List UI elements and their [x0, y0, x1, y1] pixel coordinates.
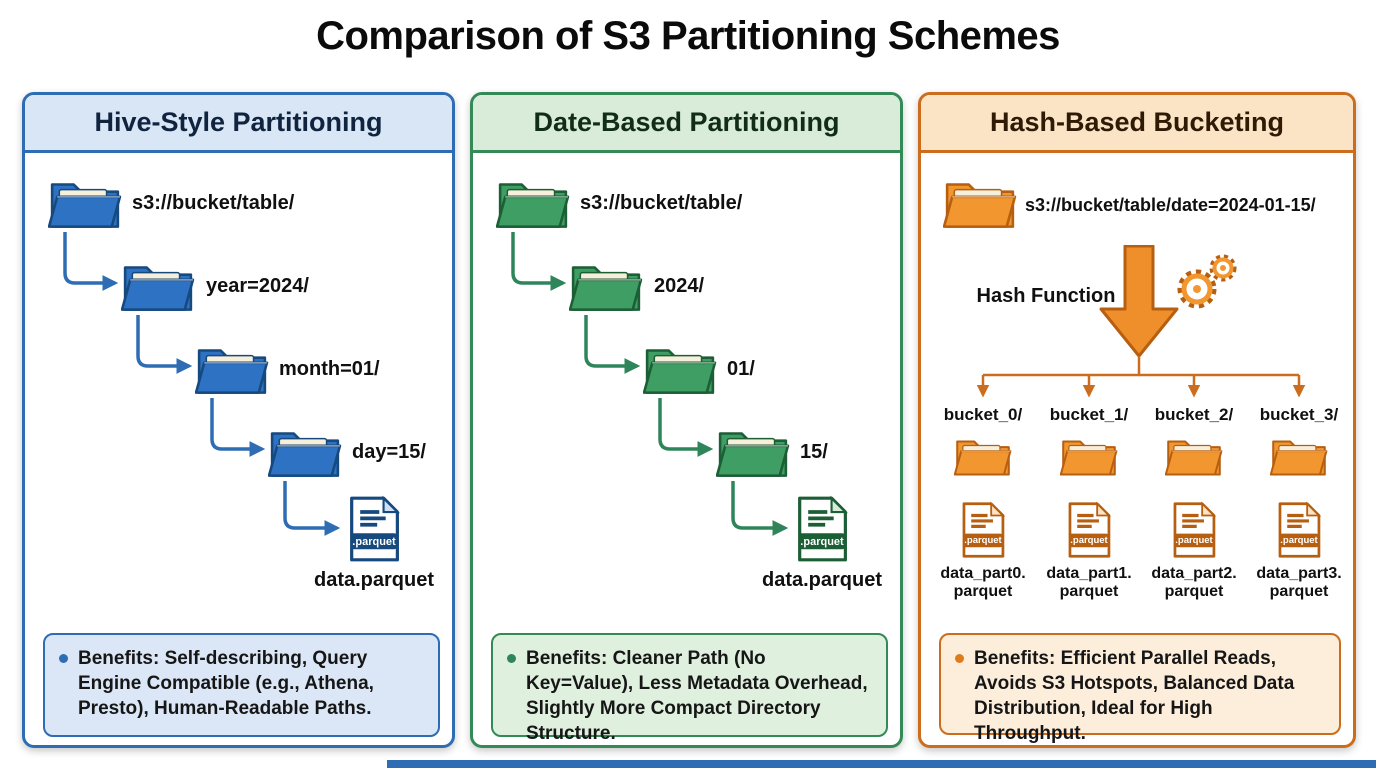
parquet-file-icon: .parquet [345, 495, 403, 563]
bucket-file-line1: data_part2. [1151, 565, 1237, 582]
bucket-file-label: data_part2. parquet [1139, 565, 1249, 602]
path-label: 15/ [800, 441, 828, 463]
folder-icon [716, 425, 790, 479]
folder-icon [643, 342, 717, 396]
parquet-file-icon: .parquet [793, 495, 851, 563]
benefits-box: Benefits: Cleaner Path (No Key=Value), L… [491, 633, 888, 745]
bucket-dir-label: bucket_2/ [1154, 405, 1234, 424]
folder-icon [1060, 435, 1118, 477]
panel-date-header: Date-Based Partitioning [473, 95, 900, 153]
bucket-file-line1: data_part1. [1046, 565, 1132, 582]
benefits-box: Benefits: Efficient Parallel Reads, Avoi… [939, 633, 1341, 745]
bullet-dot [507, 654, 516, 663]
folder-icon [496, 176, 570, 230]
bucket-file-line2: parquet [953, 583, 1013, 601]
path-label: s3://bucket/table/ [580, 192, 743, 214]
path-label: month=01/ [279, 358, 380, 380]
parquet-badge: .parquet [1070, 535, 1108, 546]
path-label: 01/ [727, 358, 755, 380]
folder-icon [48, 176, 122, 230]
path-label: year=2024/ [206, 275, 309, 297]
bucket-file-line2: parquet [1269, 583, 1329, 601]
hash-function-label: Hash Function [976, 285, 1116, 307]
folder-icon [569, 259, 643, 313]
gears-icon [1171, 251, 1241, 315]
panel-date-based: Date-Based Partitioning s3://bucket/tabl… [470, 92, 903, 748]
bucket-dir-label: bucket_0/ [943, 405, 1023, 424]
panel-hash-bucketing: Hash-Based Bucketing s3://bucket/table/d… [918, 92, 1356, 748]
bullet-dot [955, 654, 964, 663]
down-arrow-icon [1099, 244, 1179, 359]
parquet-badge: .parquet [1280, 535, 1318, 546]
parquet-badge: .parquet [800, 536, 844, 548]
parquet-file-icon: .parquet [1170, 501, 1218, 559]
bucket-file-label: data_part1. parquet [1034, 565, 1144, 602]
folder-icon [195, 342, 269, 396]
benefits-text: Benefits: Cleaner Path (No Key=Value), L… [526, 648, 868, 745]
parquet-badge: .parquet [964, 535, 1002, 546]
benefits-box: Benefits: Self-describing, Query Engine … [43, 633, 440, 737]
bucket-file-line1: data_part3. [1256, 565, 1342, 582]
file-name-label: data.parquet [313, 569, 435, 591]
path-label: 2024/ [654, 275, 705, 297]
parquet-badge: .parquet [352, 536, 396, 548]
panel-hash-header: Hash-Based Bucketing [921, 95, 1353, 153]
folder-icon [943, 176, 1017, 230]
parquet-badge: .parquet [1175, 535, 1213, 546]
page-title: Comparison of S3 Partitioning Schemes [316, 14, 1060, 58]
file-name-label: data.parquet [761, 569, 883, 591]
bullet-dot [59, 654, 68, 663]
folder-icon [1270, 435, 1328, 477]
benefits-text: Benefits: Self-describing, Query Engine … [78, 648, 374, 720]
panel-date-title: Date-Based Partitioning [533, 107, 840, 137]
benefits-text: Benefits: Efficient Parallel Reads, Avoi… [974, 648, 1295, 745]
bucket-dir-label: bucket_3/ [1259, 405, 1339, 424]
bottom-accent-bar [387, 760, 1376, 768]
path-label: s3://bucket/table/ [132, 192, 295, 214]
folder-icon [1165, 435, 1223, 477]
bucket-file-label: data_part3. parquet [1244, 565, 1354, 602]
folder-icon [121, 259, 195, 313]
bucket-file-label: data_part0. parquet [928, 565, 1038, 602]
bucket-dir-label: bucket_1/ [1049, 405, 1129, 424]
folder-icon [268, 425, 342, 479]
panel-hive-title: Hive-Style Partitioning [94, 107, 383, 137]
parquet-file-icon: .parquet [959, 501, 1007, 559]
bucket-file-line2: parquet [1059, 583, 1119, 601]
panel-hive-style: Hive-Style Partitioning s3://bucket/tabl… [22, 92, 455, 748]
path-label: s3://bucket/table/date=2024-01-15/ [1025, 195, 1316, 215]
parquet-file-icon: .parquet [1065, 501, 1113, 559]
bucket-file-line1: data_part0. [940, 565, 1026, 582]
panel-hive-header: Hive-Style Partitioning [25, 95, 452, 153]
path-label: day=15/ [352, 441, 426, 463]
folder-icon [954, 435, 1012, 477]
bucket-file-line2: parquet [1164, 583, 1224, 601]
parquet-file-icon: .parquet [1275, 501, 1323, 559]
panel-hash-title: Hash-Based Bucketing [989, 107, 1285, 137]
